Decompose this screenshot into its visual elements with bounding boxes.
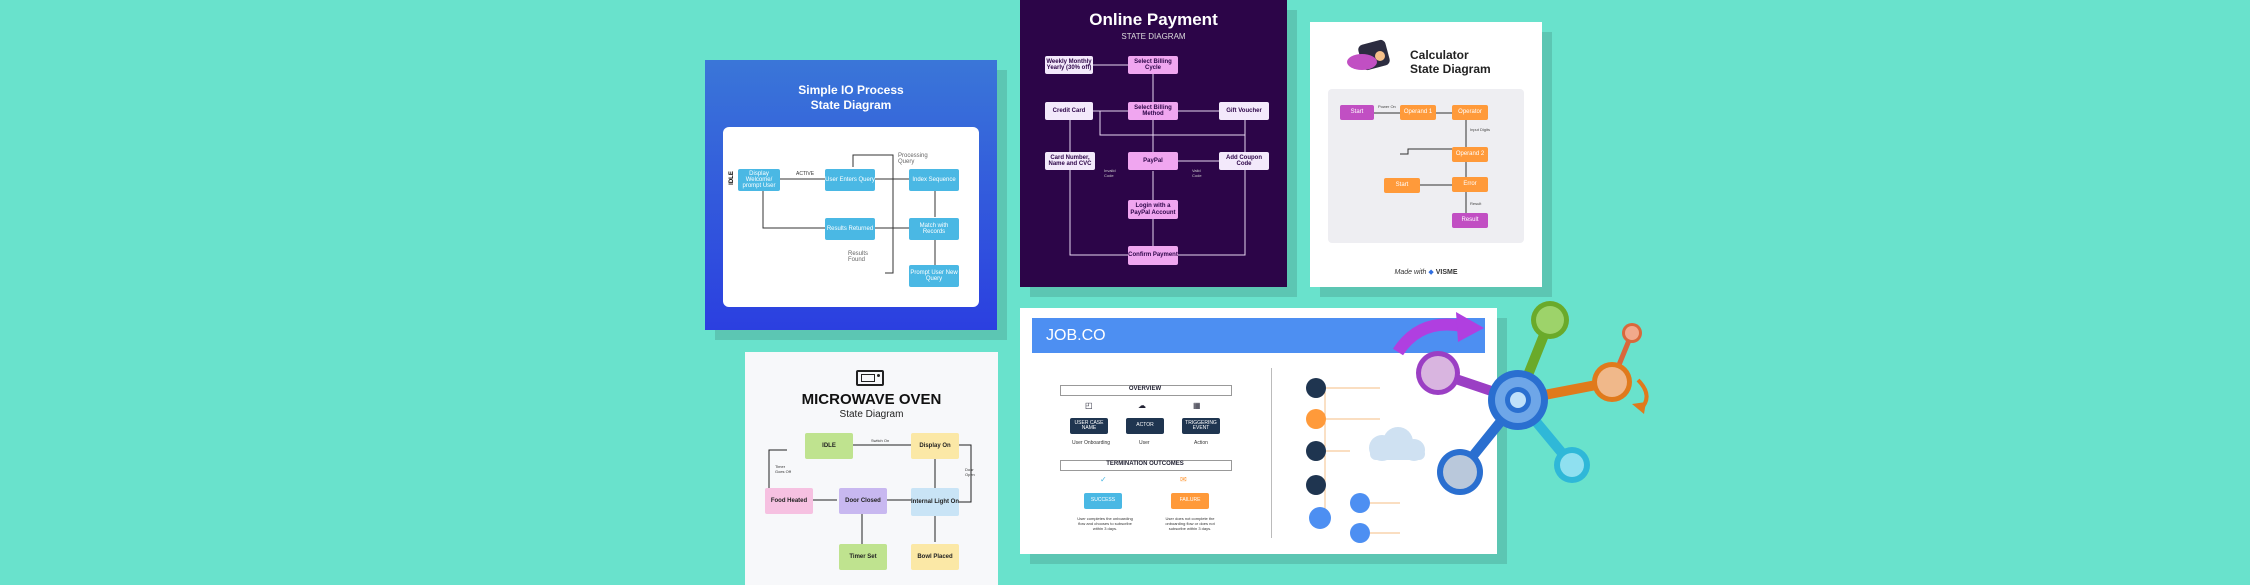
jobco-box-2: ACTOR [1126, 418, 1164, 434]
microwave-card: MICROWAVE OVEN State Diagram IDLE Displa… [745, 352, 998, 585]
card-number-node: Card Number, Name and CVC [1045, 152, 1095, 170]
online-payment-card: Online Payment STATE DIAGRAM Weekly Mont… [1020, 0, 1287, 287]
calc-operand1-node: Operand 1 [1400, 105, 1436, 120]
valid-label: Valid Code [1192, 168, 1202, 178]
mw-bowl-node: Bowl Placed [911, 544, 959, 570]
jobco-thumbsup-icon: ✓ [1100, 475, 1107, 484]
mw-internal-node: Internal Light On [911, 488, 959, 516]
results-found-label: Results Found [848, 251, 869, 263]
calc-start-node: Start [1340, 105, 1374, 120]
user-query-node: User Enters Query [825, 169, 875, 191]
calculator-card: Calculator State Diagram Start Operand 1… [1310, 22, 1542, 287]
jobco-termination: TERMINATION OUTCOMES [1106, 461, 1184, 467]
jobco-cloud-icon: ☁ [1138, 401, 1146, 410]
calculator-canvas: Start Operand 1 Operator Operand 2 Error… [1328, 89, 1524, 243]
jobco-success-box: SUCCESS [1084, 493, 1122, 509]
mw-timer-label: Timer Goes Off [775, 464, 791, 474]
jobco-box-1: USER CASE NAME [1070, 418, 1108, 434]
calc-prev-node: Start [1384, 178, 1420, 193]
jobco-divider [1271, 368, 1272, 538]
results-node: Results Returned [825, 218, 875, 240]
jobco-termination-bar [1060, 460, 1232, 471]
jobco-overview: OVERVIEW [1128, 386, 1162, 392]
microwave-title: MICROWAVE OVEN [801, 391, 942, 408]
made-with-text: Made with [1394, 269, 1427, 276]
jobco-cloud-icon-large [1369, 427, 1425, 461]
mw-idle-node: IDLE [805, 433, 853, 459]
jobco-failure-box: FAILURE [1171, 493, 1209, 509]
microwave-icon [856, 370, 884, 386]
process-node: Index Sequence [909, 169, 959, 191]
mw-food-node: Food Heated [765, 488, 813, 514]
weekly-node: Weekly Monthly Yearly (30% off) [1045, 56, 1093, 74]
jobco-box-3: TRIGGERING EVENT [1182, 418, 1220, 434]
jobco-success-text: User completes the onboarding flow and c… [1077, 516, 1133, 531]
calculator-footer: Made with ◆ VISME [1310, 268, 1542, 276]
jobco-flow [1306, 378, 1425, 543]
credit-card-node: Credit Card [1045, 102, 1093, 120]
visme-brand: VISME [1435, 269, 1458, 276]
display-node: Display Welcome/ prompt User [738, 169, 780, 191]
jobco-calendar-icon: ▦ [1193, 401, 1201, 410]
mw-display-node: Display On [911, 433, 959, 459]
mw-timer-node: Timer Set [839, 544, 887, 570]
calculator-connectors [1347, 39, 1390, 71]
jobco-card: JOB.CO OVERVIEW ◰ ☁ ▦ USER CASE NAME ACT… [1020, 308, 1497, 554]
processing-label: Processing Query [898, 153, 928, 165]
calculator-logo [1347, 39, 1390, 71]
jobco-caption-2: User [1139, 440, 1150, 446]
search-node: Match with Records [909, 218, 959, 240]
simple-io-card: Simple IO Process State Diagram IDLE Dis… [705, 60, 997, 330]
jobco-failure-text: User does not complete the onboarding fl… [1165, 516, 1215, 531]
calc-power-label: Power On [1378, 104, 1396, 109]
paypal-node: PayPal [1128, 152, 1178, 170]
mw-door-open-label: Door Open [965, 467, 975, 477]
calculator-title: Calculator [1410, 48, 1469, 62]
gift-node: Gift Voucher [1219, 102, 1269, 120]
calculator-subtitle: State Diagram [1410, 62, 1491, 76]
simple-io-canvas: IDLE Display Welcome/ prompt User User E… [723, 127, 979, 307]
jobco-chat-icon: ✉ [1180, 475, 1187, 484]
calc-input-label: Input Digits [1470, 127, 1491, 132]
mw-door-node: Door Closed [839, 488, 887, 514]
simple-io-connectors [762, 154, 936, 274]
calc-result-node: Result [1452, 213, 1488, 228]
prompt-new-node: Prompt User New Query [909, 265, 959, 287]
coupon-node: Add Coupon Code [1219, 152, 1269, 170]
active-label: ACTIVE [796, 171, 815, 177]
purple-curved-arrow-icon [1392, 318, 1464, 356]
jobco-caption-1: User Onboarding [1072, 440, 1111, 446]
jobco-brand: JOB.CO [1046, 327, 1106, 344]
payment-title: Online Payment [1089, 10, 1218, 29]
payment-subtitle: STATE DIAGRAM [1121, 32, 1186, 41]
jobco-overview-bar [1060, 385, 1232, 396]
jobco-flow-nodes [1306, 378, 1370, 543]
jobco-caption-3: Action [1194, 440, 1208, 446]
molecule-atoms [1416, 301, 1642, 495]
jobco-user-icon: ◰ [1085, 401, 1093, 410]
calc-operand2-node: Operand 2 [1452, 147, 1488, 162]
billing-method-node: Select Billing Method [1128, 102, 1178, 120]
calc-operator-node: Operator [1452, 105, 1488, 120]
simple-io-subtitle: State Diagram [810, 98, 892, 112]
simple-io-title: Simple IO Process [798, 83, 904, 97]
calc-error-node: Error [1452, 177, 1488, 192]
invalid-label: Invalid Code [1104, 168, 1116, 178]
login-node: Login with a PayPal Account [1128, 200, 1178, 219]
mw-switch-label: Switch On [871, 438, 890, 443]
microwave-subtitle: State Diagram [839, 409, 904, 420]
payment-connectors [1069, 64, 1246, 256]
visme-logo-icon: ◆ [1428, 269, 1434, 276]
billing-cycle-node: Select Billing Cycle [1128, 56, 1178, 74]
calc-result-label: Result [1470, 201, 1482, 206]
confirm-node: Confirm Payment [1128, 246, 1178, 265]
